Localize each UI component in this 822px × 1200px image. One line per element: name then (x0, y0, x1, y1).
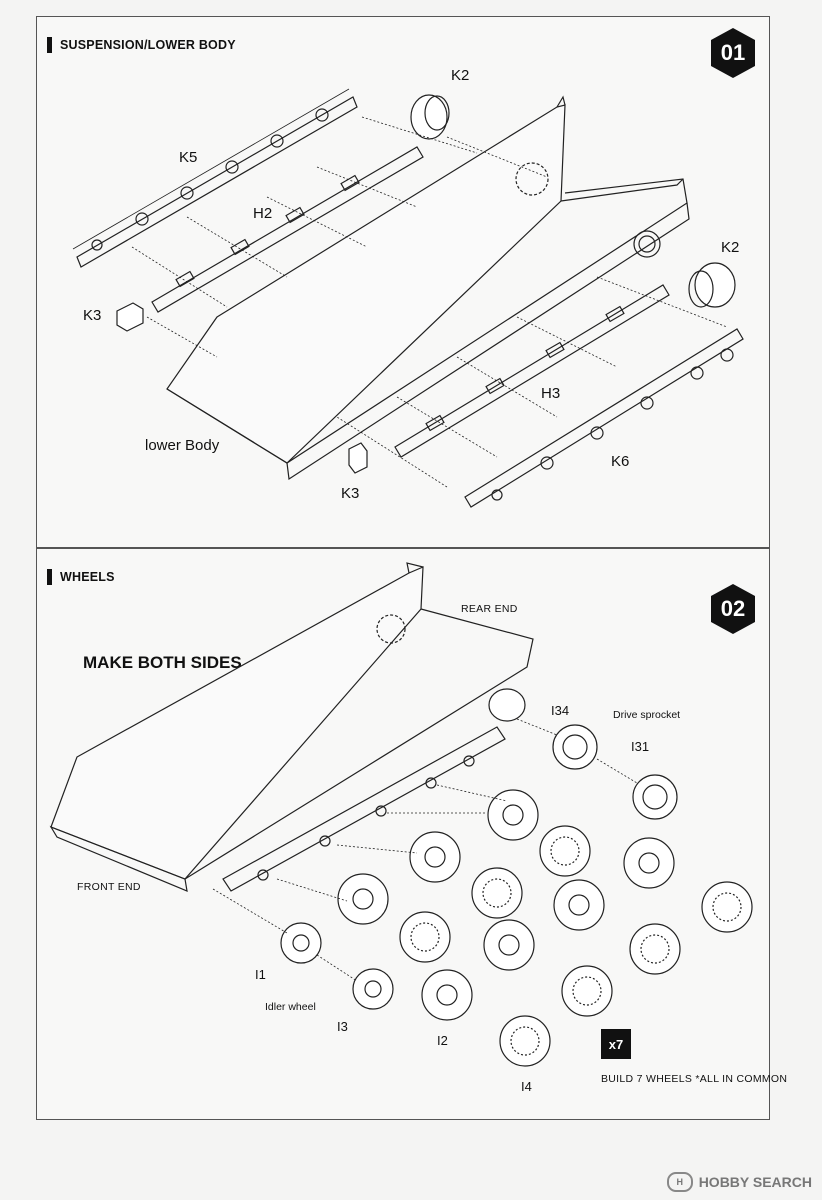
watermark-text: HOBBY SEARCH (698, 1174, 812, 1190)
section-title-text: WHEELS (60, 570, 115, 584)
label-lower-body: lower Body (145, 437, 220, 454)
title-bar-marker (47, 569, 52, 585)
lower-body-hull (166, 104, 566, 464)
k3-left-part (116, 302, 144, 332)
k2-top-part (410, 94, 448, 140)
section-title-text: SUSPENSION/LOWER BODY (60, 38, 236, 52)
step-number: 02 (720, 596, 746, 621)
label-idler-wheel: Idler wheel (265, 1001, 316, 1013)
step-02-panel: WHEELS 02 MAKE BOTH SIDES (36, 548, 787, 1120)
multiplier-badge: x7 (601, 1029, 631, 1059)
label-k3-bottom: K3 (341, 485, 360, 502)
k2-right-part (694, 262, 736, 308)
hexagon-icon (711, 28, 755, 78)
step-number-badge: 02 (709, 583, 757, 635)
label-h2: H2 (253, 205, 273, 222)
build-note: BUILD 7 WHEELS *ALL IN COMMON (601, 1073, 788, 1085)
label-k3-left: K3 (83, 307, 102, 324)
label-rear-end: REAR END (461, 603, 518, 615)
label-i31: I31 (631, 739, 650, 754)
make-both-sides-note: MAKE BOTH SIDES (83, 653, 242, 672)
idler-wheel-i3 (352, 968, 394, 1010)
step-01-panel: SUSPENSION/LOWER BODY 01 (36, 16, 770, 548)
label-k2-top: K2 (451, 67, 470, 84)
h2-rail (151, 146, 424, 313)
h3-rail (394, 284, 670, 458)
label-k6: K6 (611, 453, 630, 470)
road-wheels (337, 789, 753, 1067)
hull-body (50, 566, 424, 880)
section-title: WHEELS (47, 569, 115, 585)
k5-rail (76, 96, 358, 268)
label-k2-right: K2 (721, 239, 740, 256)
label-i2: I2 (437, 1033, 448, 1048)
drive-sprocket-i34 (552, 724, 598, 770)
wheels-assembly-drawing (49, 562, 753, 1067)
idler-wheel-i1 (280, 922, 322, 964)
label-front-end: FRONT END (77, 881, 141, 893)
label-h3: H3 (541, 385, 561, 402)
step-number: 01 (720, 40, 746, 65)
label-i34: I34 (551, 703, 570, 718)
k6-rail (464, 328, 744, 508)
label-drive-sprocket: Drive sprocket (613, 709, 681, 721)
section-title: SUSPENSION/LOWER BODY (47, 37, 236, 53)
k3-bottom-part (348, 442, 368, 474)
hobby-search-logo-icon: H (666, 1172, 693, 1192)
watermark: H HOBBY SEARCH (666, 1172, 812, 1192)
label-i1: I1 (255, 967, 266, 982)
step-number-badge: 01 (709, 27, 757, 79)
title-bar-marker (47, 37, 52, 53)
suspension-assembly-drawing (72, 88, 744, 508)
label-i4: I4 (521, 1079, 532, 1094)
hexagon-icon (711, 584, 755, 634)
drive-sprocket-i31 (632, 774, 678, 820)
label-k5: K5 (179, 149, 198, 166)
label-i3: I3 (337, 1019, 348, 1034)
